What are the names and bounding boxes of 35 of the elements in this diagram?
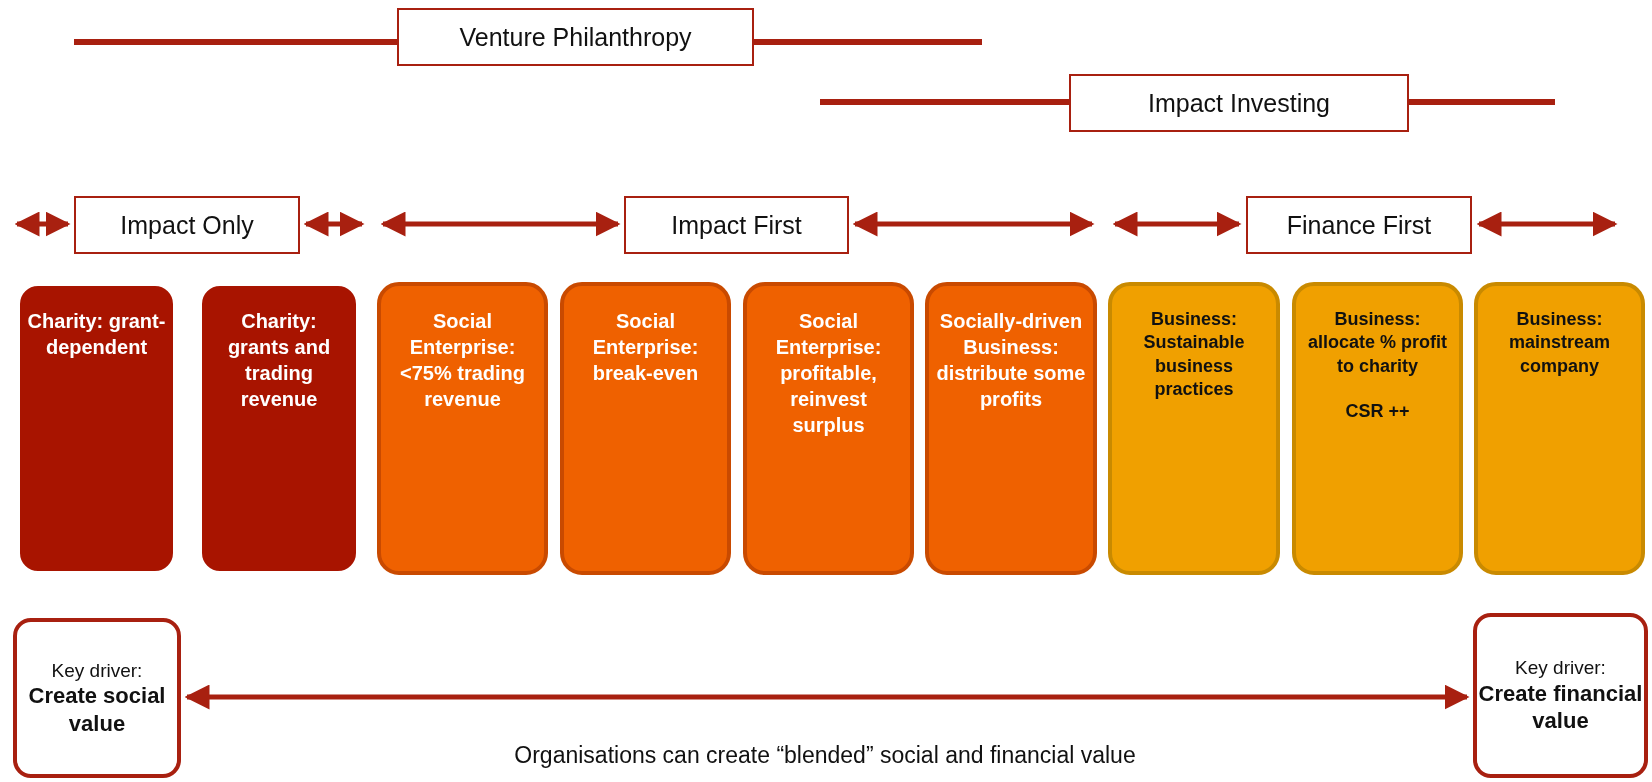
- caption: Organisations can create “blended” social and financial value: [513, 742, 1137, 769]
- box-label: Finance First: [1286, 210, 1432, 240]
- label-box: [74, 196, 300, 254]
- key-driver-label: Key driver:: [1515, 656, 1606, 680]
- category-card: [1474, 282, 1645, 575]
- box-label: Venture Philanthropy: [459, 22, 692, 52]
- key-driver-text: Create financial value: [1477, 679, 1644, 735]
- card-title: Charity: grants and trading revenue: [226, 309, 332, 412]
- box-label: Impact First: [671, 210, 802, 240]
- category-card: [1108, 282, 1280, 575]
- card-title: Social Enterprise: profitable, reinvest surplus: [774, 309, 883, 438]
- double-arrow: [184, 684, 1470, 710]
- key-driver-box: [1473, 613, 1648, 778]
- category-card: [743, 282, 914, 575]
- card-title: Socially-driven Business: distribute some profits: [935, 309, 1087, 412]
- key-driver-text: Create social value: [27, 682, 167, 738]
- key-driver-box: [13, 618, 181, 778]
- category-card: [377, 282, 548, 575]
- label-box: [624, 196, 849, 254]
- category-card: [925, 282, 1097, 575]
- card-title: Business: allocate % profit to charity: [1307, 308, 1448, 378]
- label-box: [1246, 196, 1472, 254]
- label-box: [397, 8, 754, 66]
- card-title: Business: mainstream company: [1507, 308, 1612, 378]
- card-title: Social Enterprise: break-even: [591, 309, 700, 386]
- card-title: Social Enterprise: <75% trading revenue: [398, 309, 526, 412]
- box-label: Impact Investing: [1148, 88, 1330, 118]
- card-note: CSR ++: [1345, 400, 1410, 424]
- key-driver-label: Key driver:: [51, 658, 143, 683]
- card-title: Business: Sustainable business practices: [1142, 308, 1246, 402]
- card-title: Charity: grant-dependent: [26, 309, 167, 360]
- category-card: [1292, 282, 1463, 575]
- category-card: [560, 282, 731, 575]
- label-box: [1069, 74, 1409, 132]
- box-label: Impact Only: [120, 210, 254, 240]
